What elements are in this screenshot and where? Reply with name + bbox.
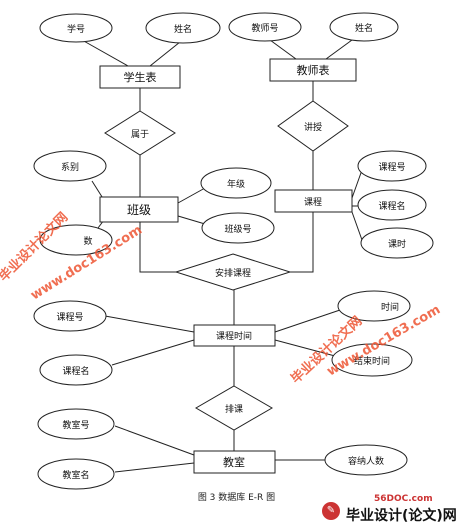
svg-text:学号: 学号: [67, 23, 85, 35]
svg-text:时间: 时间: [381, 301, 399, 313]
svg-text:年级: 年级: [227, 178, 245, 190]
entity-classroom-label: 教室: [223, 455, 245, 469]
svg-text:教师号: 教师号: [251, 22, 278, 34]
entity-class: 班级: [99, 196, 179, 223]
relationship-arrange-label: 安排课程: [215, 267, 251, 279]
footer-brand: 毕业设计(论文)网: [346, 508, 457, 524]
attr-classroom-jiaoshihao: 教室号: [37, 408, 115, 440]
svg-text:课程号: 课程号: [378, 162, 405, 173]
logo-mark-icon: ✎: [322, 502, 340, 520]
connector-lines: [81, 39, 363, 473]
svg-text:课时: 课时: [388, 238, 406, 250]
relationship-schedule-label: 排课: [225, 403, 243, 415]
attr-class-nianji: 年级: [200, 167, 272, 199]
entity-teacher-label: 教师表: [297, 63, 330, 77]
entity-coursetime: 课程时间: [193, 324, 276, 347]
attr-class-xibie: 系别: [33, 150, 107, 182]
attr-classroom-jiaoshiming: 教室名: [37, 458, 115, 490]
entity-student: 学生表: [99, 65, 181, 89]
relationship-belongs-label: 属于: [131, 129, 149, 140]
attr-coursetime-jieshu: 结束时间: [331, 343, 413, 377]
attr-coursetime-kechenghao: 课程号: [33, 300, 107, 332]
attr-course-keshi: 课时: [360, 227, 434, 259]
attr-student-xingming: 姓名: [145, 12, 221, 44]
svg-text:教室号: 教室号: [62, 419, 89, 431]
entity-classroom: 教室: [193, 450, 276, 474]
svg-text:班级号: 班级号: [224, 223, 251, 235]
entity-student-label: 学生表: [124, 70, 157, 84]
attr-student-xuehao: 学号: [39, 13, 113, 43]
svg-text:姓名: 姓名: [355, 22, 373, 34]
entity-course-label: 课程: [304, 197, 322, 208]
svg-text:课程号: 课程号: [56, 312, 83, 323]
svg-text:数: 数: [83, 235, 92, 247]
attr-classroom-rongna: 容纳人数: [324, 444, 408, 476]
footer-site: 56DOC.com: [374, 494, 433, 504]
attr-coursetime-kaishi: 时间: [337, 290, 411, 322]
attr-coursetime-kechengming: 课程名: [39, 354, 113, 386]
attr-course-kechengming: 课程名: [357, 189, 427, 221]
attr-course-kechenghao: 课程号: [357, 150, 427, 182]
relationship-teaches-label: 讲授: [304, 121, 322, 133]
entity-course: 课程: [274, 189, 353, 213]
relationship-arrange: 安排课程: [174, 253, 292, 291]
attr-teacher-jiaoshihao: 教师号: [228, 12, 302, 42]
svg-text:课程名: 课程名: [62, 365, 89, 377]
watermark-left: 毕业设计论文网 www.doc163.com: [0, 209, 145, 303]
entity-coursetime-label: 课程时间: [216, 330, 252, 342]
attr-teacher-xingming: 姓名: [329, 12, 399, 42]
svg-text:教室名: 教室名: [62, 469, 89, 481]
attr-class-banjihao: 班级号: [201, 212, 275, 244]
relationship-schedule: 排课: [195, 385, 273, 431]
entity-teacher: 教师表: [269, 58, 357, 82]
svg-text:容纳人数: 容纳人数: [348, 455, 384, 467]
svg-text:系别: 系别: [61, 162, 79, 173]
entity-class-label: 班级: [127, 203, 151, 217]
svg-text:姓名: 姓名: [174, 23, 192, 35]
relationship-belongs: 属于: [104, 110, 176, 156]
footer-logo: 56DOC.com ✎ 毕业设计(论文)网: [316, 494, 466, 524]
svg-text:结束时间: 结束时间: [354, 355, 390, 367]
relationship-teaches: 讲授: [277, 100, 349, 152]
svg-text:课程名: 课程名: [378, 200, 405, 212]
attr-class-renshu: 数: [39, 224, 113, 256]
figure-caption: 图 3 数据库 E-R 图: [197, 493, 276, 503]
